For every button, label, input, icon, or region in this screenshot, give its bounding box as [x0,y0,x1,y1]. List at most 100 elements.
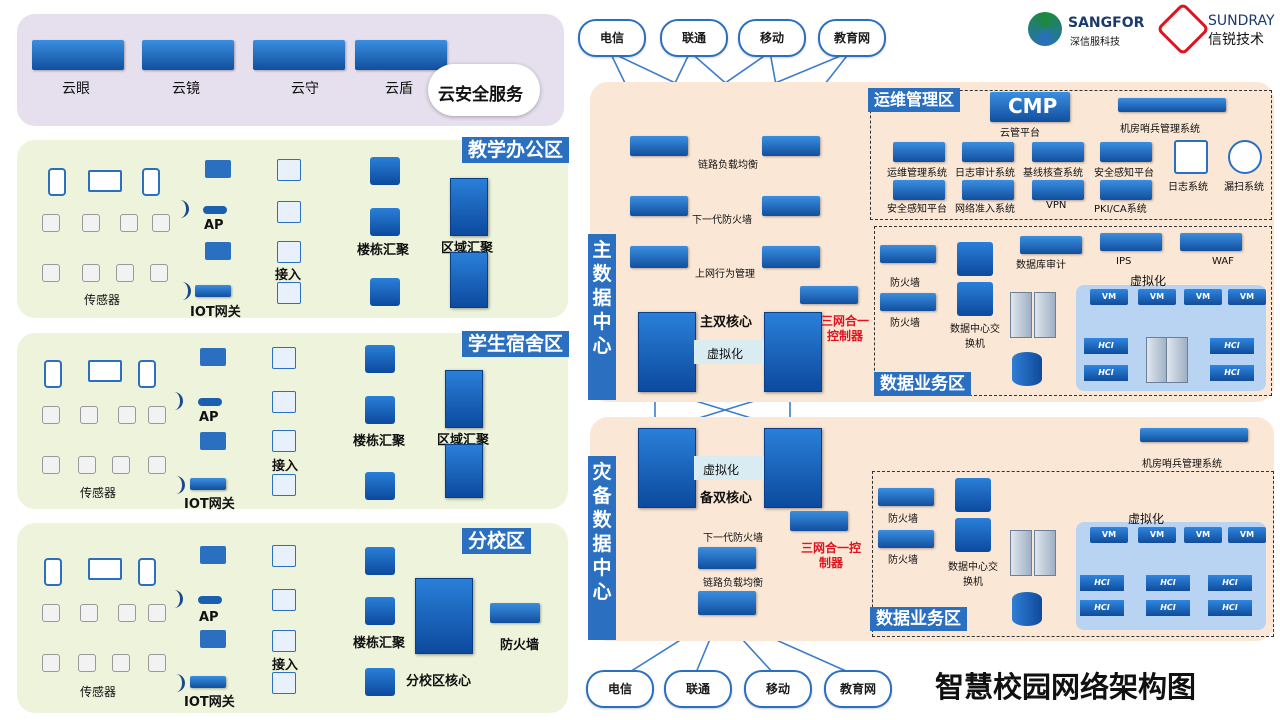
firewall-label: 防火墙 [888,514,918,525]
backup-dc-title: 灾备数据中心 [588,456,616,640]
firewall-label: 防火墙 [890,318,920,329]
sentinel-icon [1118,98,1226,112]
switch-icon [82,264,100,282]
floor-agg-icon [370,157,400,185]
server-icon [1010,292,1032,338]
phone-icon [48,168,66,196]
firewall-icon [880,245,936,263]
isp-cloud: 教育网 [824,670,892,708]
server-icon [1166,337,1188,383]
region-agg-icon [450,178,488,236]
region-agg-icon [445,370,483,428]
database-icon [1012,352,1042,386]
hci-icon: HCI [1084,338,1128,354]
sensor-icon [116,264,134,282]
wifi-icon [168,590,183,608]
virtualization-band [694,456,764,480]
server-icon [1146,337,1168,383]
vm-icon: VM [1138,527,1176,543]
ap-icon [198,398,222,406]
server-icon [1034,530,1056,576]
sensor-icon [112,654,130,672]
ap-icon [203,206,227,214]
iot-gateway-icon [190,478,226,490]
log-system-icon [1174,140,1208,174]
sensor-label: 传感器 [80,685,117,699]
cloud-service-badge [428,64,540,116]
cloud-item-label: 云盾 [385,81,413,97]
access-switch-icon [272,545,296,567]
hci-icon: HCI [1084,365,1128,381]
pc-icon [205,160,231,178]
access-switch-icon [277,282,301,304]
sentinel-label: 机房哨兵管理系统 [1120,124,1200,135]
hci-icon: HCI [1210,365,1254,381]
zone-dorm-title: 学生宿舍区 [462,331,570,357]
access-switch-icon [272,630,296,652]
tablet-icon [138,558,156,586]
wifi-icon [168,392,183,410]
isp-label: 教育网 [839,682,876,696]
access-switch-icon [272,672,296,694]
main-core-switch-icon [638,312,696,392]
isp-cloud: 移动 [738,19,806,57]
laptop-icon [88,558,122,580]
ops-system-icon [893,142,945,162]
backup-biz-zone-box [872,471,1274,637]
access-switch-icon [277,159,301,181]
cloud-service-title: 云安全服务 [438,85,523,105]
ngfw-icon [698,547,756,569]
access-switch-icon [272,474,296,496]
firewall-icon [490,603,540,623]
isp-cloud: 电信 [578,19,646,57]
ops-system-icon [1032,180,1084,200]
isp-cloud: 联通 [660,19,728,57]
isp-label: 电信 [607,682,632,696]
ops-system-icon [1100,142,1152,162]
floor-agg-icon [370,278,400,306]
socket-icon [42,264,60,282]
panel-icon [80,406,98,424]
ops-system-icon [893,180,945,200]
dc-switch-icon [957,282,993,316]
sentinel-icon [1140,428,1248,442]
socket-icon [42,456,60,474]
vm-icon: VM [1228,289,1266,305]
link-lb-label: 链路负载均衡 [703,578,763,589]
phone-icon [44,558,62,586]
backup-core-switch-icon [638,428,696,508]
database-icon [1012,592,1042,626]
cloud-device-3 [253,40,345,70]
ops-system-label: 漏扫系统 [1224,182,1264,193]
server-icon [1034,292,1056,338]
hci-icon: HCI [1210,338,1254,354]
floor-agg-icon [365,396,395,424]
cmp-icon [990,92,1070,122]
ngfw-icon [630,196,688,216]
access-switch-icon [277,201,301,223]
vm-icon: VM [1184,289,1222,305]
region-agg-icon [445,444,483,498]
pc-icon [200,348,226,366]
link-lb-icon [630,136,688,156]
sensor-label: 传感器 [80,486,117,500]
dc-switch-icon [955,478,991,512]
ops-system-label: 运维管理系统 [887,168,947,179]
sentinel-label: 机房哨兵管理系统 [1142,459,1222,470]
vm-icon: VM [1184,527,1222,543]
sangfor-brand-cn: 深信服科技 [1070,37,1120,48]
ips-label: IPS [1116,256,1132,267]
vm-icon: VM [1228,527,1266,543]
isp-label: 教育网 [833,31,870,45]
virtualization-label: 虚拟化 [1128,512,1165,526]
waf-icon [1180,233,1242,251]
plug-icon [148,654,166,672]
sangfor-logo-icon [1028,12,1062,46]
iot-gateway-icon [190,676,226,688]
floor-agg-label: 楼栋汇聚 [357,243,410,258]
smoke-detector-icon [42,604,60,622]
zone-teaching-title: 教学办公区 [462,137,570,163]
firewall-label: 防火墙 [888,555,918,566]
branch-core-label: 分校区核心 [406,674,472,689]
floor-agg-icon [365,668,395,696]
